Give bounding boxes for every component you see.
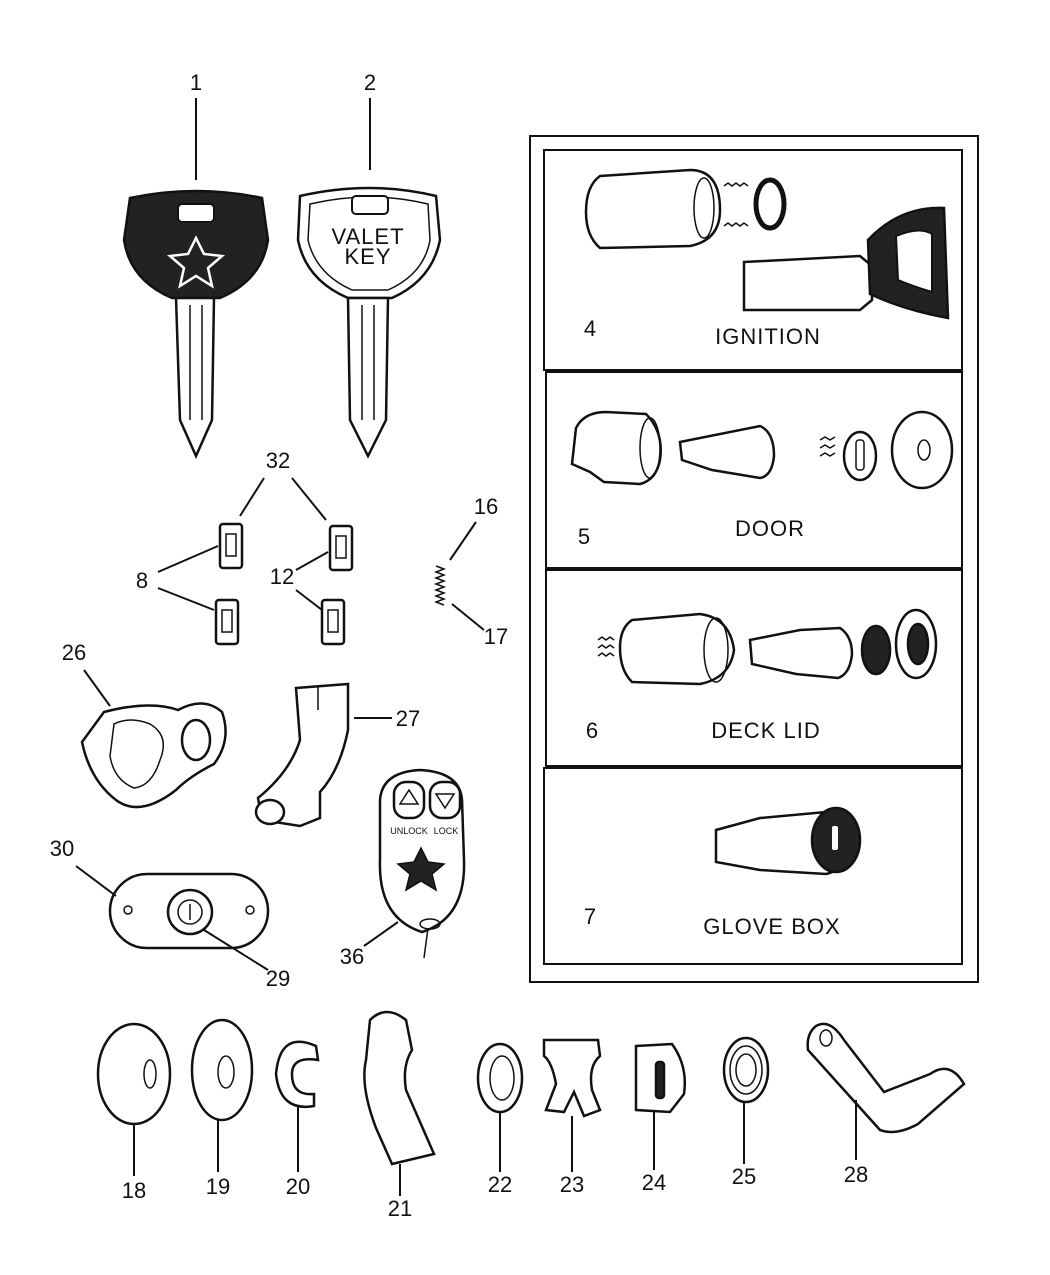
spring-clip-23: [542, 1038, 602, 1118]
panel-glove-box: [543, 767, 963, 965]
tumblers: [214, 522, 354, 646]
callout-5: 5: [578, 524, 590, 549]
callout-20: 20: [286, 1174, 310, 1199]
lock-label: LOCK: [434, 826, 459, 836]
callout-27: 27: [396, 706, 420, 731]
pentastar-logo: [396, 846, 446, 892]
lever-21: [363, 1010, 436, 1166]
cap-24: [634, 1042, 686, 1114]
callout-23: 23: [560, 1172, 584, 1197]
callout-22: 22: [488, 1172, 512, 1197]
valet-key-text-1: VALET: [331, 224, 404, 249]
cylinder-29: [166, 888, 214, 936]
callout-6: 6: [586, 718, 598, 743]
spring-25: [722, 1036, 770, 1104]
callout-21: 21: [388, 1196, 412, 1221]
callout-24: 24: [642, 1170, 666, 1195]
callout-36: 36: [340, 944, 364, 969]
remote-fob-36: UNLOCK LOCK: [378, 768, 466, 959]
panel-door: [545, 371, 963, 569]
bezel-19: [190, 1018, 254, 1122]
callout-12: 12: [270, 564, 294, 589]
callout-25: 25: [732, 1164, 756, 1189]
clip-20: [274, 1040, 320, 1109]
key-2-valet: VALET KEY: [296, 186, 442, 459]
callout-30: 30: [50, 836, 74, 861]
bezel-18: [96, 1022, 172, 1126]
panel-ignition: [543, 149, 963, 371]
retainer-ring-22: [476, 1042, 524, 1114]
key-1: [122, 189, 270, 460]
panel-label-ignition: IGNITION: [715, 324, 821, 349]
unlock-label: UNLOCK: [390, 826, 428, 836]
panel-deck-lid: [545, 569, 963, 767]
panel-label-deck-lid: DECK LID: [711, 718, 820, 743]
lock-sets-frame: [529, 135, 979, 983]
callout-28: 28: [844, 1162, 868, 1187]
callout-17: 17: [484, 624, 508, 649]
lever-27: [254, 682, 350, 828]
callout-16: 16: [474, 494, 498, 519]
panel-label-door: DOOR: [735, 516, 805, 541]
callout-32: 32: [266, 448, 290, 473]
callout-29: 29: [266, 966, 290, 991]
callout-26: 26: [62, 640, 86, 665]
valet-key-text-2: KEY: [344, 244, 391, 269]
callout-4: 4: [584, 316, 596, 341]
bracket-28: [806, 1022, 966, 1134]
pentastar-logo: [167, 235, 225, 289]
spring-16-17: [433, 565, 447, 606]
lock-button[interactable]: [428, 780, 462, 820]
callout-1: 1: [190, 70, 202, 95]
retainer-plate-26: [80, 702, 227, 809]
unlock-button[interactable]: [392, 780, 426, 820]
callout-18: 18: [122, 1178, 146, 1203]
callout-19: 19: [206, 1174, 230, 1199]
panel-label-glove-box: GLOVE BOX: [703, 914, 840, 939]
callout-8: 8: [136, 568, 148, 593]
callout-2: 2: [364, 70, 376, 95]
callout-7: 7: [584, 904, 596, 929]
